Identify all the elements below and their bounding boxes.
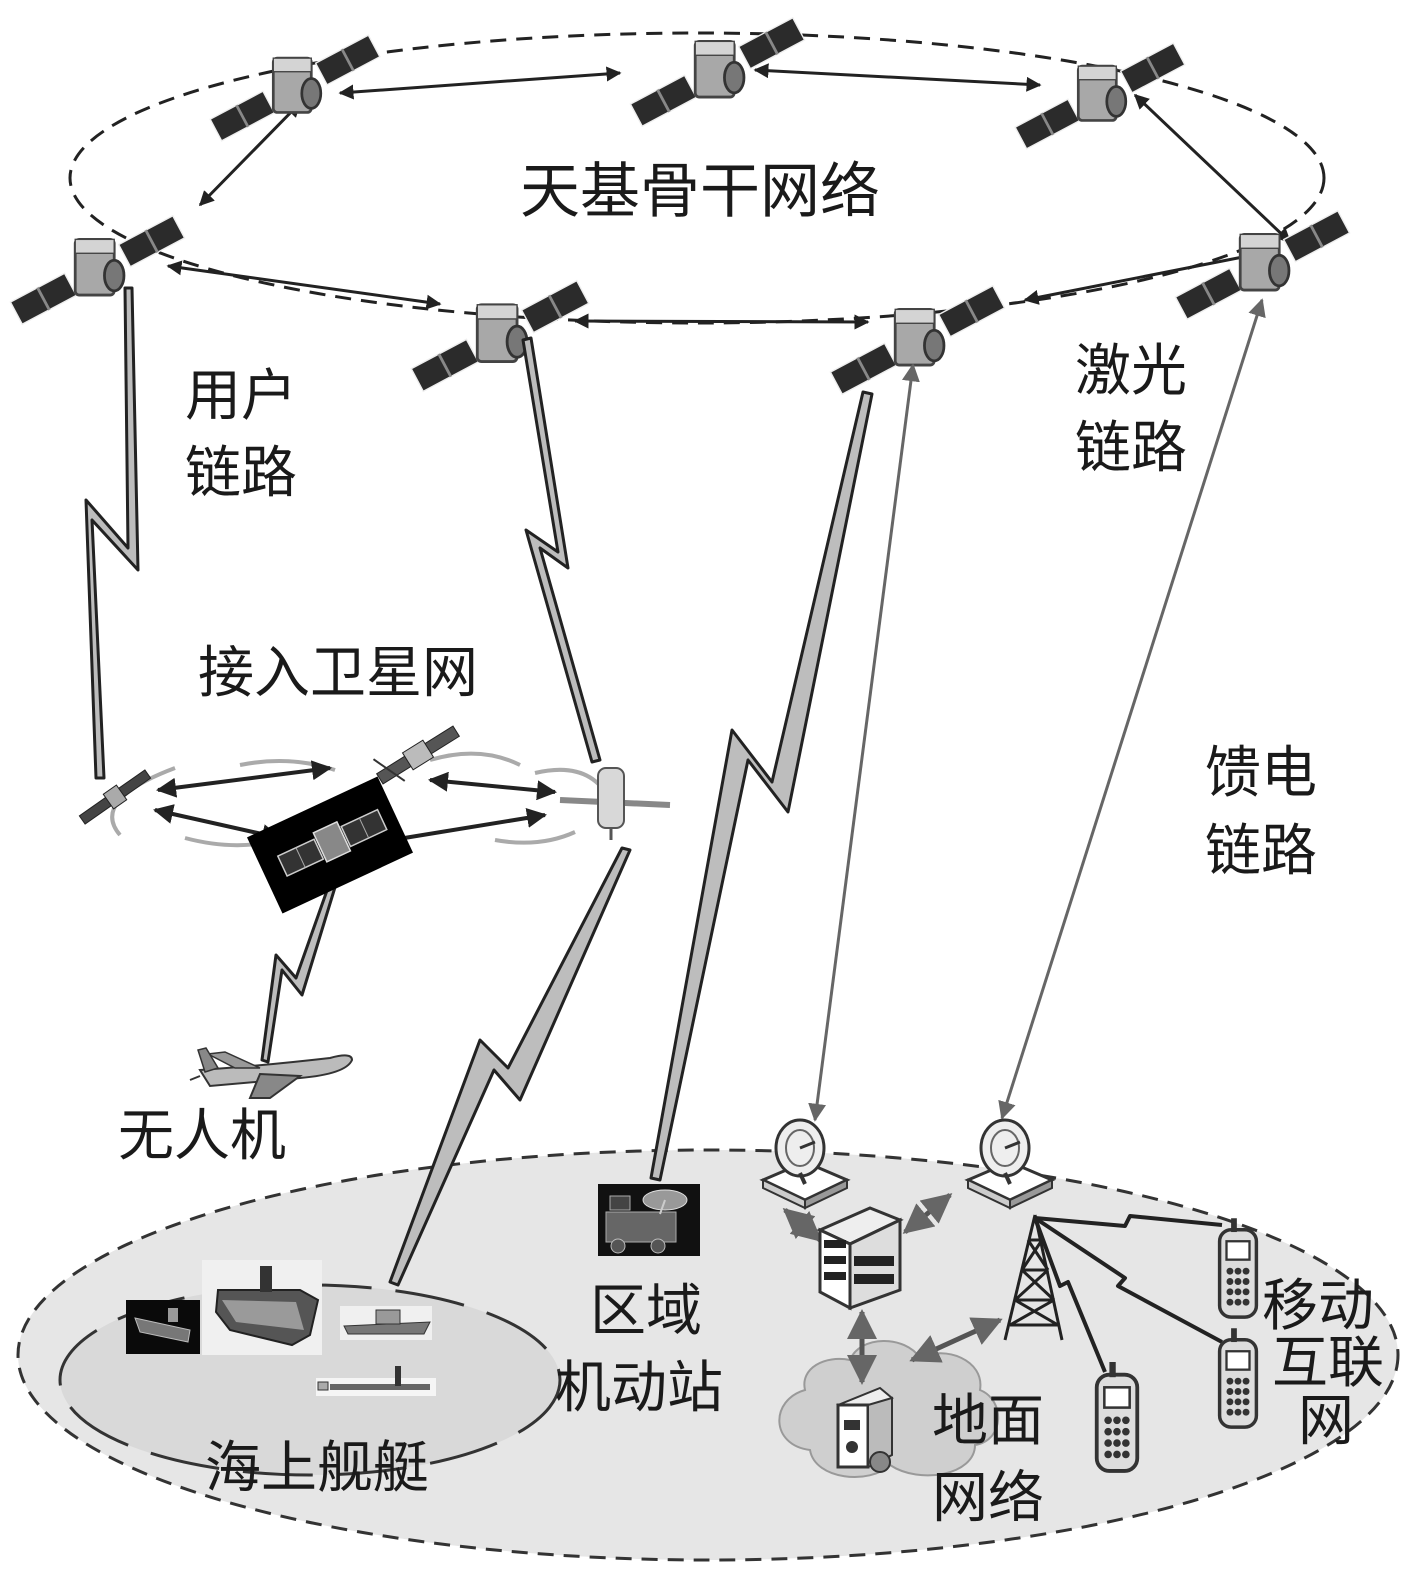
cellular-link-bolt bbox=[1033, 1216, 1223, 1344]
mobile-station-vehicle-icon bbox=[598, 1184, 700, 1256]
label-user-link-line1: 用户 bbox=[185, 364, 297, 429]
label-ground-network-line1: 地面 bbox=[932, 1389, 1044, 1454]
label-mobile-internet-line3: 网 bbox=[1298, 1389, 1354, 1454]
feeder-link-arrow bbox=[808, 363, 920, 1122]
backbone-ring bbox=[68, 31, 1326, 325]
server-rack-icon bbox=[816, 1206, 904, 1311]
access-satellite-icon bbox=[246, 776, 414, 914]
label-ground-network-line2: 网络 bbox=[932, 1466, 1044, 1531]
access-isl-arrow bbox=[378, 808, 547, 849]
user-link-bolt bbox=[521, 336, 602, 764]
label-laser-link-line2: 链路 bbox=[1075, 416, 1187, 481]
cellular-link-bolt bbox=[1034, 1214, 1223, 1228]
satellite-icon bbox=[1013, 41, 1187, 151]
feeder-links bbox=[808, 298, 1266, 1122]
uav-icon bbox=[189, 1047, 354, 1099]
user-link-bolt bbox=[84, 286, 140, 780]
satellite-icon bbox=[208, 33, 382, 143]
ships-group bbox=[126, 1260, 436, 1396]
labels: 天基骨干网络 用户 链路 激光 链路 接入卫星网 馈电 链路 无人机 海上舰艇 … bbox=[118, 157, 1384, 1531]
cellular-link-bolt bbox=[1033, 1217, 1107, 1373]
access-isl-arrow bbox=[428, 771, 557, 801]
ground-link-arrow bbox=[902, 1193, 953, 1234]
user-link-bolt bbox=[260, 880, 338, 1064]
ground-server-icon bbox=[836, 1386, 894, 1473]
label-feeder-link-line2: 链路 bbox=[1205, 819, 1317, 884]
mobile-phone-icon bbox=[1217, 1218, 1259, 1319]
mobile-phone-icon bbox=[1097, 1362, 1138, 1471]
cellular-links bbox=[1033, 1214, 1223, 1373]
isl-arrow bbox=[338, 66, 622, 100]
ground-links bbox=[782, 1193, 1003, 1385]
small-satellite-icon bbox=[78, 769, 152, 825]
label-mobile-station-line1: 区域 bbox=[590, 1279, 702, 1344]
ground-link-arrow bbox=[909, 1317, 1003, 1363]
ground-link-arrow bbox=[782, 1208, 823, 1242]
satellite-icon bbox=[829, 284, 1006, 396]
label-uav: 无人机 bbox=[118, 1104, 286, 1169]
isl-arrow bbox=[753, 63, 1042, 92]
label-access-satellite-network: 接入卫星网 bbox=[198, 641, 478, 706]
orbit-arc bbox=[429, 751, 521, 767]
satellite-icon bbox=[409, 279, 591, 393]
isl-arrow bbox=[198, 101, 302, 207]
user-link-bolt bbox=[649, 390, 874, 1182]
orbit-arc bbox=[494, 830, 576, 845]
isl-arrow bbox=[573, 313, 870, 330]
isl-arrow bbox=[1133, 93, 1292, 244]
access-isl-arrow bbox=[156, 760, 332, 798]
access-satellite-network bbox=[78, 725, 671, 914]
isl-arrow bbox=[1023, 248, 1265, 305]
cylinder-satellite-icon bbox=[559, 767, 671, 840]
label-user-link-line2: 链路 bbox=[185, 441, 297, 506]
small-satellite-icon bbox=[372, 725, 461, 785]
label-ships: 海上舰艇 bbox=[205, 1436, 429, 1501]
gateway-dish-icon bbox=[966, 1118, 1054, 1210]
label-laser-link-line1: 激光 bbox=[1075, 339, 1187, 404]
mobile-phone-icon bbox=[1217, 1328, 1259, 1429]
laser-links bbox=[166, 63, 1292, 330]
label-mobile-internet-line2: 互联 bbox=[1272, 1331, 1384, 1396]
satellite-icon bbox=[9, 214, 186, 326]
label-mobile-internet-line1: 移动 bbox=[1262, 1274, 1374, 1339]
isl-arrow bbox=[166, 260, 442, 310]
feeder-link-arrow bbox=[998, 298, 1266, 1120]
label-backbone-network: 天基骨干网络 bbox=[520, 157, 880, 227]
user-link-bolt bbox=[388, 846, 632, 1287]
label-mobile-station-line2: 机动站 bbox=[555, 1356, 723, 1421]
label-feeder-link-line1: 馈电 bbox=[1205, 741, 1317, 806]
